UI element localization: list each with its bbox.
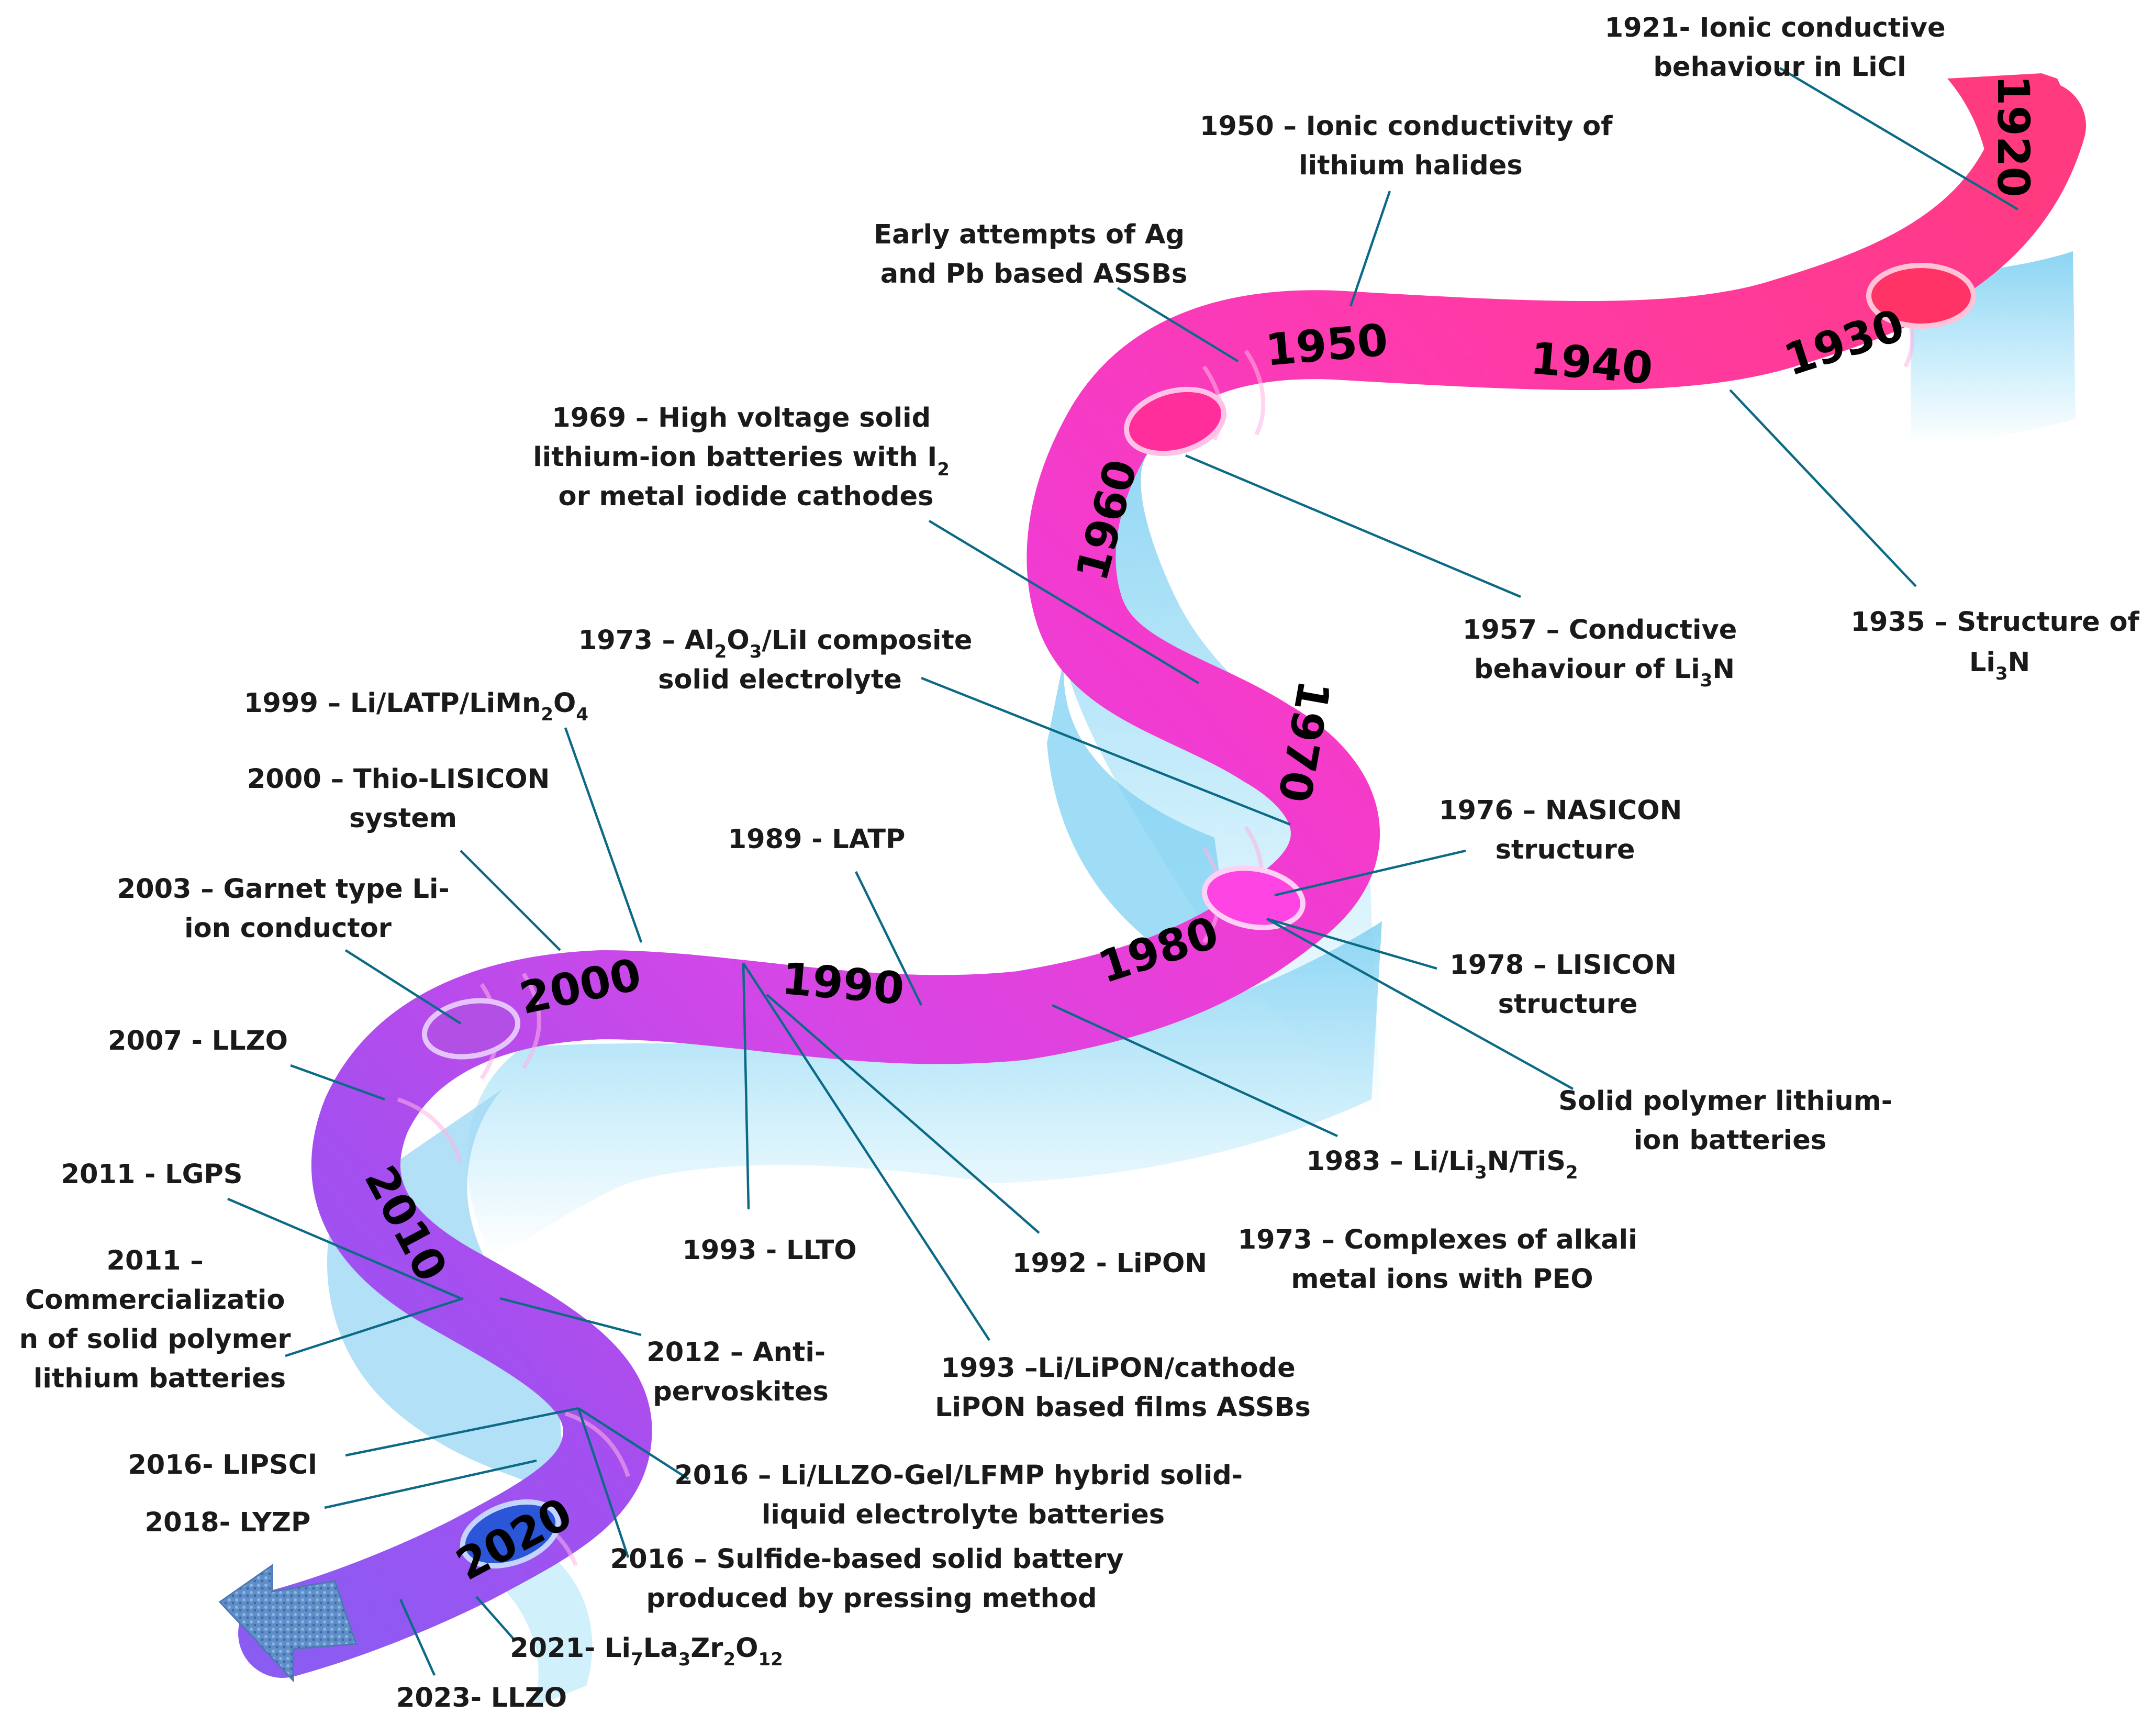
decade-label-1920: 1920	[1988, 75, 2039, 197]
label-1973-peo: 1973 – Complexes of alkali metal ions wi…	[1238, 1225, 1647, 1295]
decade-label-1950: 1950	[1264, 314, 1390, 376]
label-2018: 2018- LYZP	[145, 1507, 311, 1538]
label-2016-lipscl: 2016- LIPSCl	[128, 1450, 317, 1481]
label-2016-sulfide: 2016 – Sulfide-based solid battery produ…	[610, 1544, 1133, 1614]
label-2012: 2012 – Anti- pervoskites	[646, 1337, 835, 1407]
label-1978: 1978 – LISICON structure	[1449, 950, 1686, 1020]
label-1976: 1976 – NASICON structure	[1439, 795, 1691, 865]
label-2023: 2023- LLZO	[396, 1683, 567, 1713]
label-2003: 2003 – Garnet type Li- ion conductor	[117, 874, 459, 944]
label-early-ag-pb: Early attempts of Ag and Pb based ASSBs	[874, 219, 1194, 290]
timeline-ribbon	[218, 73, 2086, 1683]
label-2016-llzo-gel: 2016 – Li/LLZO-Gel/LFMP hybrid solid- li…	[674, 1460, 1252, 1530]
label-2011-lgps: 2011 - LGPS	[61, 1159, 242, 1190]
label-1983: 1983 – Li/Li3N/TiS2	[1306, 1146, 1578, 1183]
label-1999: 1999 – Li/LATP/LiMn2O4	[244, 688, 588, 725]
decade-label-1990: 1990	[780, 953, 906, 1015]
label-2011-commercialization: 2011 – Commercializatio n of solid polym…	[19, 1245, 300, 1394]
label-solid-polymer-li-ion: Solid polymer lithium- ion batteries	[1558, 1086, 1901, 1156]
label-1921: 1921- Ionic conductive behaviour in LiCl	[1605, 13, 1955, 83]
label-2000: 2000 – Thio-LISICON system	[247, 764, 559, 834]
label-1993-lipon-films: 1993 –Li/LiPON/cathode LiPON based films…	[935, 1353, 1311, 1423]
event-labels: 1921- Ionic conductive behaviour in LiCl…	[19, 13, 2149, 1713]
label-1969: 1969 – High voltage solid lithium-ion ba…	[533, 403, 958, 512]
decade-label-1940: 1940	[1529, 332, 1655, 394]
label-1993-llto: 1993 - LLTO	[682, 1235, 856, 1266]
label-1989: 1989 - LATP	[728, 824, 906, 855]
label-1950-lithium-halides: 1950 – Ionic conductivity of lithium hal…	[1200, 111, 1622, 181]
label-2007: 2007 - LLZO	[108, 1026, 288, 1056]
label-2021: 2021- Li7La3Zr2O12	[510, 1633, 783, 1670]
label-1973-al2o3-lii: 1973 – Al2O3/LiI composite solid electro…	[578, 625, 981, 695]
label-1992: 1992 - LiPON	[1012, 1248, 1207, 1279]
leader-lines	[227, 67, 2019, 1676]
label-1957: 1957 – Conductive behaviour of Li3N	[1463, 615, 1746, 691]
label-1935: 1935 – Structure of Li3N	[1851, 607, 2149, 684]
